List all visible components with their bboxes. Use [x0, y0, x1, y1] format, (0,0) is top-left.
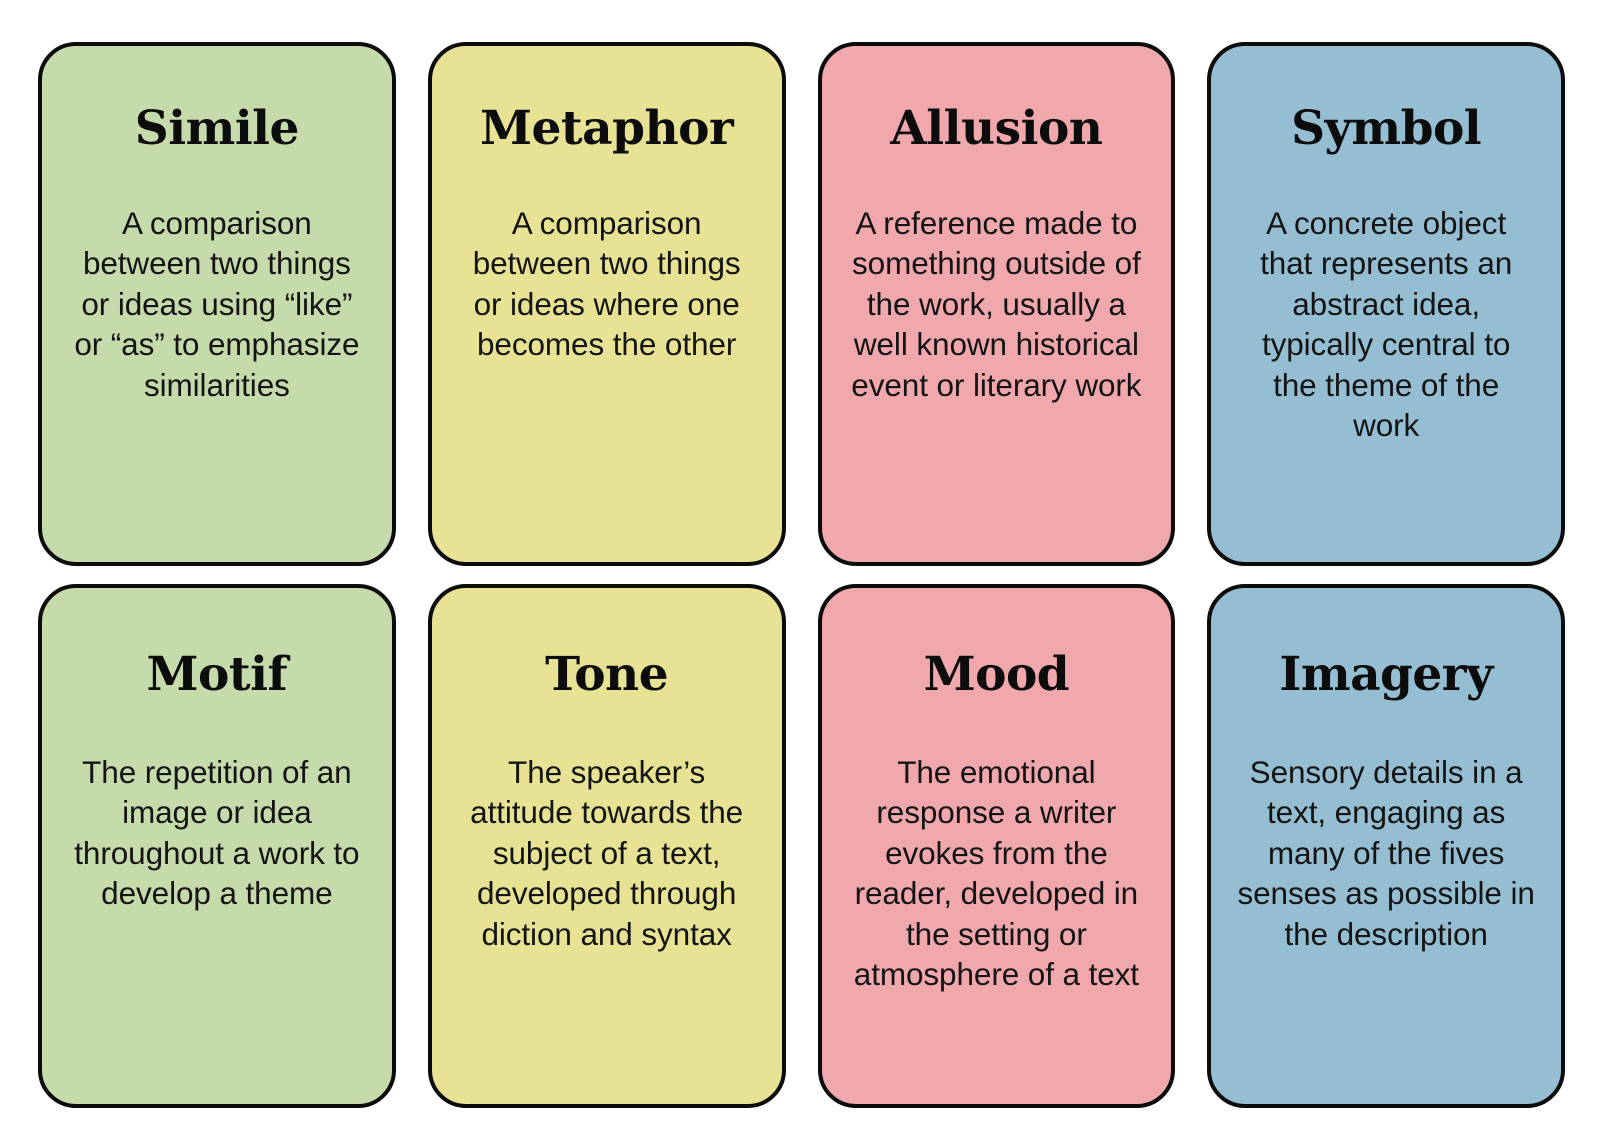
card-definition: A concrete object that represents an abs… [1260, 204, 1513, 444]
flashcard-motif[interactable]: Motif The repetition of an image or idea… [38, 584, 396, 1108]
card-title: Metaphor [480, 101, 734, 156]
card-title: Imagery [1279, 647, 1493, 702]
card-definition: A reference made to something outside of… [851, 204, 1142, 403]
card-definition: A comparison between two things or ideas… [472, 204, 741, 363]
flashcard-mood[interactable]: Mood The emotional response a writer evo… [817, 584, 1176, 1108]
card-title: Simile [134, 101, 300, 156]
card-definition: A comparison between two things or ideas… [74, 204, 360, 403]
flashcard-allusion[interactable]: Allusion A reference made to something o… [817, 42, 1176, 566]
flashcard-tone[interactable]: Tone The speaker’s attitude towards the … [427, 584, 786, 1108]
card-definition: The speaker’s attitude towards the subje… [470, 753, 744, 952]
flashcard-metaphor[interactable]: Metaphor A comparison between two things… [427, 42, 786, 566]
card-title: Mood [923, 647, 1070, 702]
flashcard-symbol[interactable]: Symbol A concrete object that represents… [1207, 42, 1565, 566]
card-definition: Sensory details in a text, engaging as m… [1237, 753, 1535, 952]
card-title: Motif [146, 647, 288, 702]
card-title: Allusion [890, 101, 1103, 156]
card-definition: The repetition of an image or idea throu… [74, 753, 360, 912]
flashcard-imagery[interactable]: Imagery Sensory details in a text, engag… [1207, 584, 1565, 1108]
flashcard-simile[interactable]: Simile A comparison between two things o… [38, 42, 396, 566]
card-title: Symbol [1291, 101, 1482, 156]
card-title: Tone [545, 647, 669, 702]
card-definition: The emotional response a writer evokes f… [853, 753, 1139, 993]
